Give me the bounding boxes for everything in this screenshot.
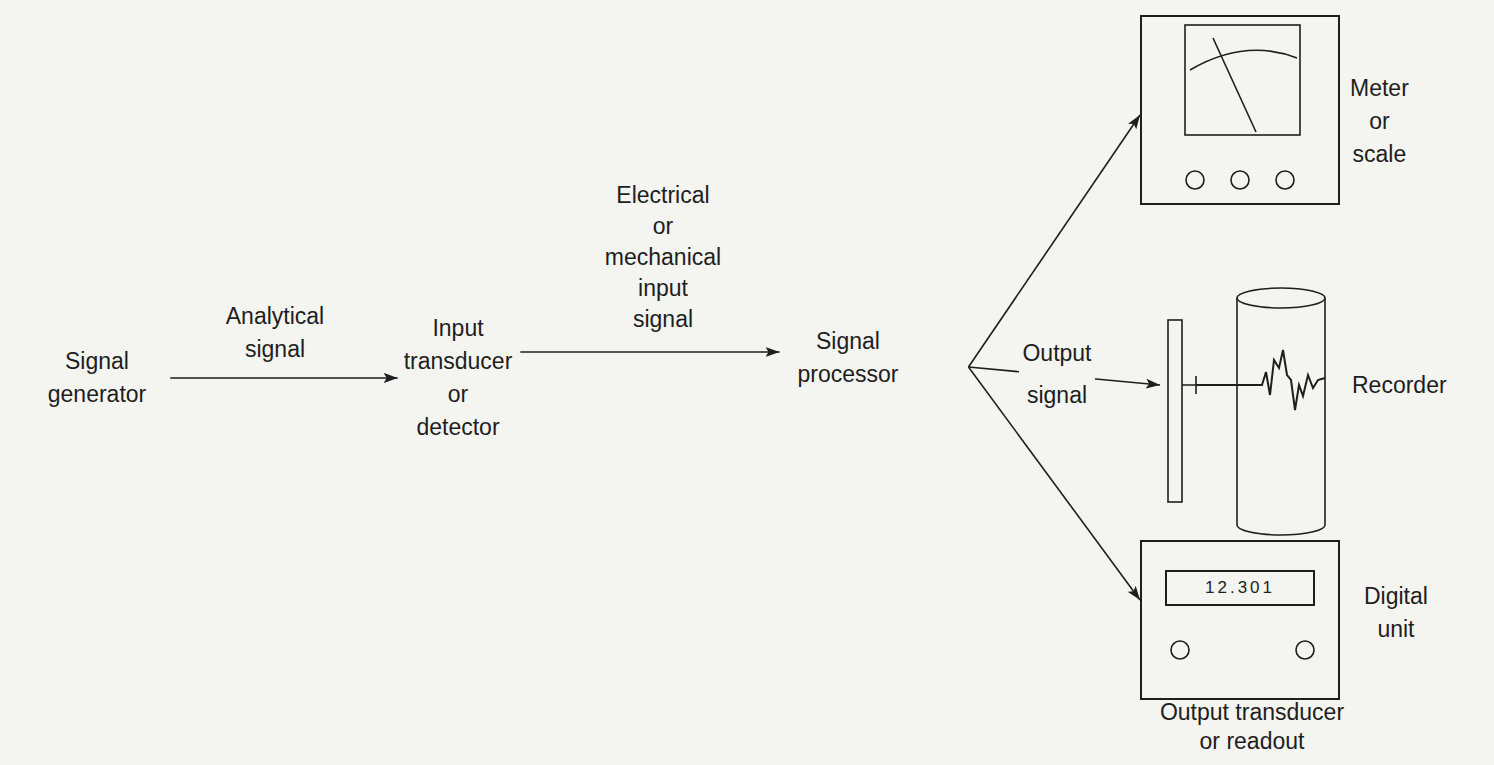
digital-box: 12.301Digital unit: [1140, 540, 1340, 700]
detector-label: Input transducer or detector: [398, 306, 521, 450]
digital-knob: [1171, 641, 1189, 659]
text-stack: Signal generator: [48, 345, 146, 411]
digital-display: 12.301: [1165, 570, 1315, 606]
digital-knob: [1296, 641, 1314, 659]
signal-label: Analytical signal: [226, 300, 324, 366]
readout-heading: Recorder: [1352, 369, 1447, 402]
output-caption: Output transducer or readout: [1152, 698, 1352, 756]
meter-face: [1185, 25, 1300, 189]
meter-window: [1185, 25, 1300, 135]
text-stack: Input transducer or detector: [404, 312, 513, 444]
meter-box: Meter or scale: [1140, 15, 1340, 205]
recorder-box: Recorder: [1160, 285, 1330, 540]
recorder-drawing: [1168, 288, 1325, 535]
readout-heading: Digital unit: [1364, 580, 1428, 646]
signal-arrow: [520, 351, 779, 353]
meter-scale-arc: [1190, 50, 1297, 70]
signal-label: Electrical or mechanical input signal: [605, 180, 721, 335]
recorder-drum-top: [1237, 288, 1325, 308]
meter-knob: [1276, 171, 1294, 189]
recorder-trace: [1196, 350, 1325, 410]
node-text: Signal generator: [48, 345, 146, 411]
recorder-pen: [1182, 376, 1196, 394]
signal-arrow: [968, 115, 1140, 367]
recorder-drum: [1237, 298, 1325, 535]
processor-label: Signal processor: [780, 319, 969, 397]
signal-arrow: [170, 377, 397, 379]
readout-heading: Meter or scale: [1350, 72, 1409, 171]
source-label: Signal generator: [42, 339, 170, 417]
digital-knobs: [1171, 641, 1314, 659]
node-text: Signal processor: [798, 325, 899, 391]
node-text: Input transducer or detector: [404, 312, 513, 444]
text-stack: Signal processor: [798, 325, 899, 391]
recorder-pen-rail: [1168, 320, 1182, 502]
meter-needle: [1213, 38, 1256, 132]
meter-knob: [1186, 171, 1204, 189]
signal-label: Output signal: [1019, 332, 1094, 416]
meter-knob: [1231, 171, 1249, 189]
